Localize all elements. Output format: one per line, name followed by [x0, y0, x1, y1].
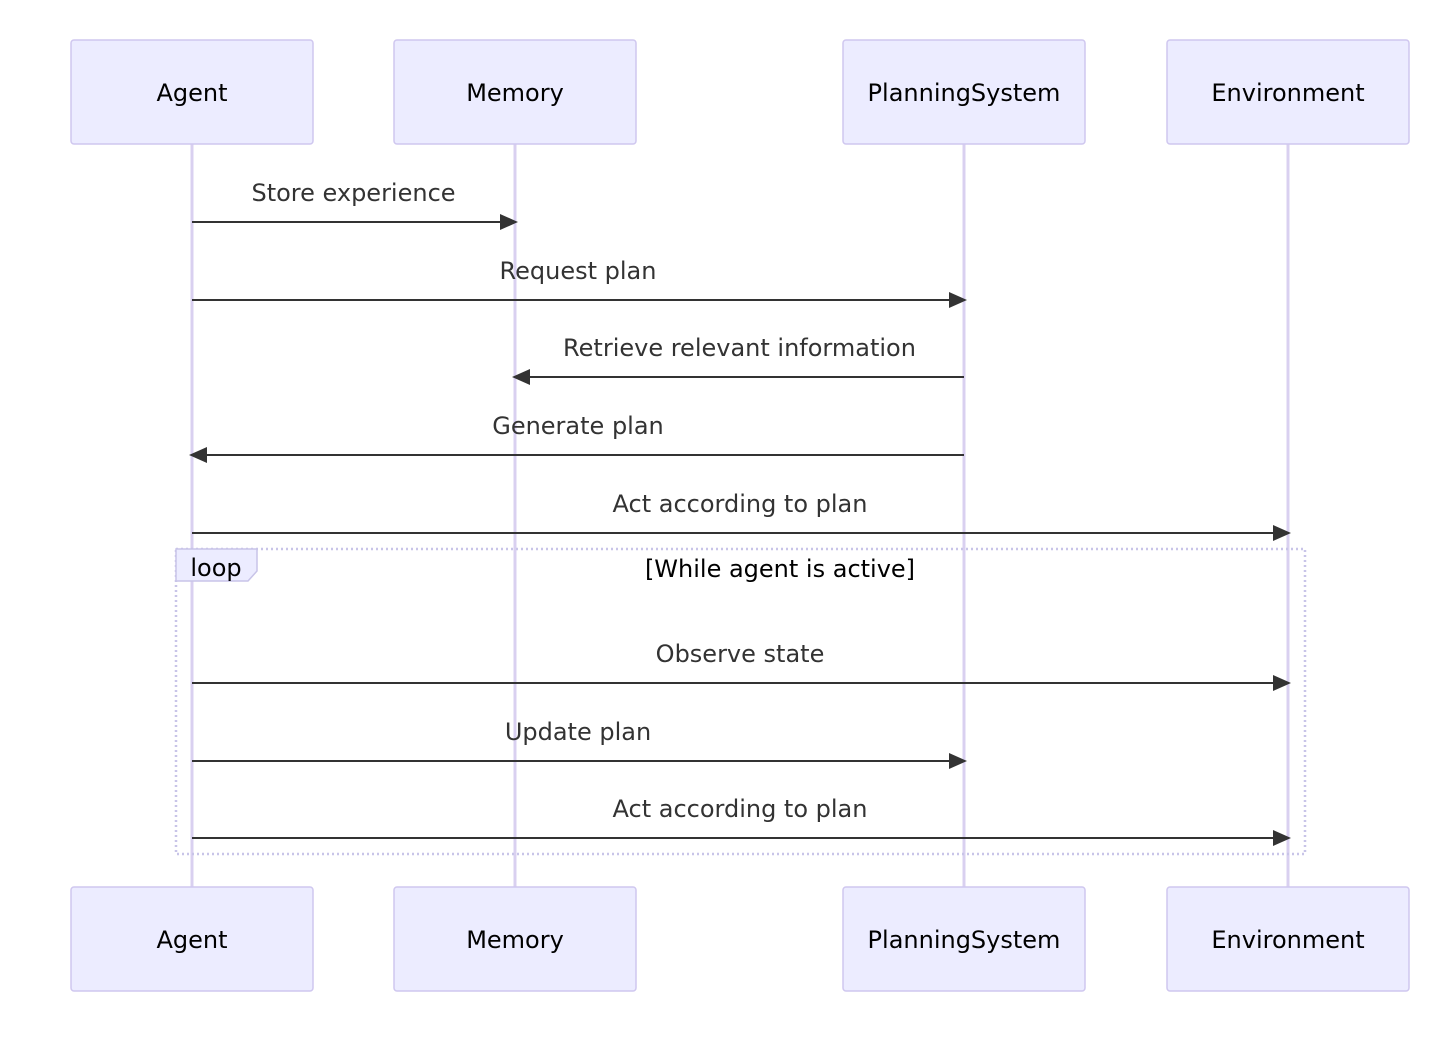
message-label: Act according to plan — [613, 795, 868, 823]
main-message-1: Request plan — [192, 257, 967, 308]
loop-message-2: Act according to plan — [192, 795, 1291, 846]
actors-top: Agent Memory PlanningSystem Environment — [70, 39, 1410, 145]
message-label: Retrieve relevant information — [563, 334, 916, 362]
arrowhead-icon — [949, 753, 967, 769]
actors-bottom: Agent Memory PlanningSystem Environment — [70, 886, 1410, 992]
actor-label-agent: Agent — [156, 79, 227, 107]
message-label: Observe state — [656, 640, 825, 668]
actor-environment-top: Environment — [1166, 39, 1410, 145]
arrowhead-icon — [1273, 525, 1291, 541]
message-label: Store experience — [251, 179, 455, 207]
main-message-3: Generate plan — [189, 412, 964, 463]
lifelines — [190, 144, 1290, 887]
actor-box-agent — [70, 39, 314, 145]
actor-memory-bottom: Memory — [393, 886, 637, 992]
actor-box-planning — [842, 39, 1086, 145]
actor-planning-bottom: PlanningSystem — [842, 886, 1086, 992]
main-message-2: Retrieve relevant information — [512, 334, 964, 385]
main-message-4: Act according to plan — [192, 490, 1291, 541]
arrowhead-icon — [949, 292, 967, 308]
arrowhead-icon — [1273, 675, 1291, 691]
actor-agent-bottom: Agent — [70, 886, 314, 992]
actor-box-planning — [842, 886, 1086, 992]
actor-label-agent: Agent — [156, 926, 227, 954]
loop-frame-border — [174, 547, 1307, 856]
actor-memory-top: Memory — [393, 39, 637, 145]
loop-message-0: Observe state — [192, 640, 1291, 691]
loop-frame: loop [While agent is active] — [174, 547, 1307, 856]
message-label: Act according to plan — [613, 490, 868, 518]
loop-tag — [175, 548, 258, 582]
loop-tag-label: loop — [190, 554, 241, 582]
loop-message-1: Update plan — [192, 718, 967, 769]
actor-label-memory: Memory — [466, 926, 564, 954]
actor-label-environment: Environment — [1211, 79, 1364, 107]
actor-box-memory — [393, 886, 637, 992]
actor-box-agent — [70, 886, 314, 992]
actor-planning-top: PlanningSystem — [842, 39, 1086, 145]
arrowhead-icon — [189, 447, 207, 463]
arrowhead-icon — [512, 369, 530, 385]
actor-label-planning: PlanningSystem — [868, 926, 1061, 954]
actor-environment-bottom: Environment — [1166, 886, 1410, 992]
loop-condition: [While agent is active] — [645, 555, 915, 583]
actor-label-environment: Environment — [1211, 926, 1364, 954]
message-label: Request plan — [500, 257, 657, 285]
actor-label-planning: PlanningSystem — [868, 79, 1061, 107]
message-label: Generate plan — [492, 412, 664, 440]
message-label: Update plan — [505, 718, 651, 746]
actor-box-environment — [1166, 886, 1410, 992]
main-message-0: Store experience — [192, 179, 518, 230]
actor-agent-top: Agent — [70, 39, 314, 145]
arrowhead-icon — [1273, 830, 1291, 846]
arrowhead-icon — [500, 214, 518, 230]
actor-box-memory — [393, 39, 637, 145]
actor-box-environment — [1166, 39, 1410, 145]
actor-label-memory: Memory — [466, 79, 564, 107]
